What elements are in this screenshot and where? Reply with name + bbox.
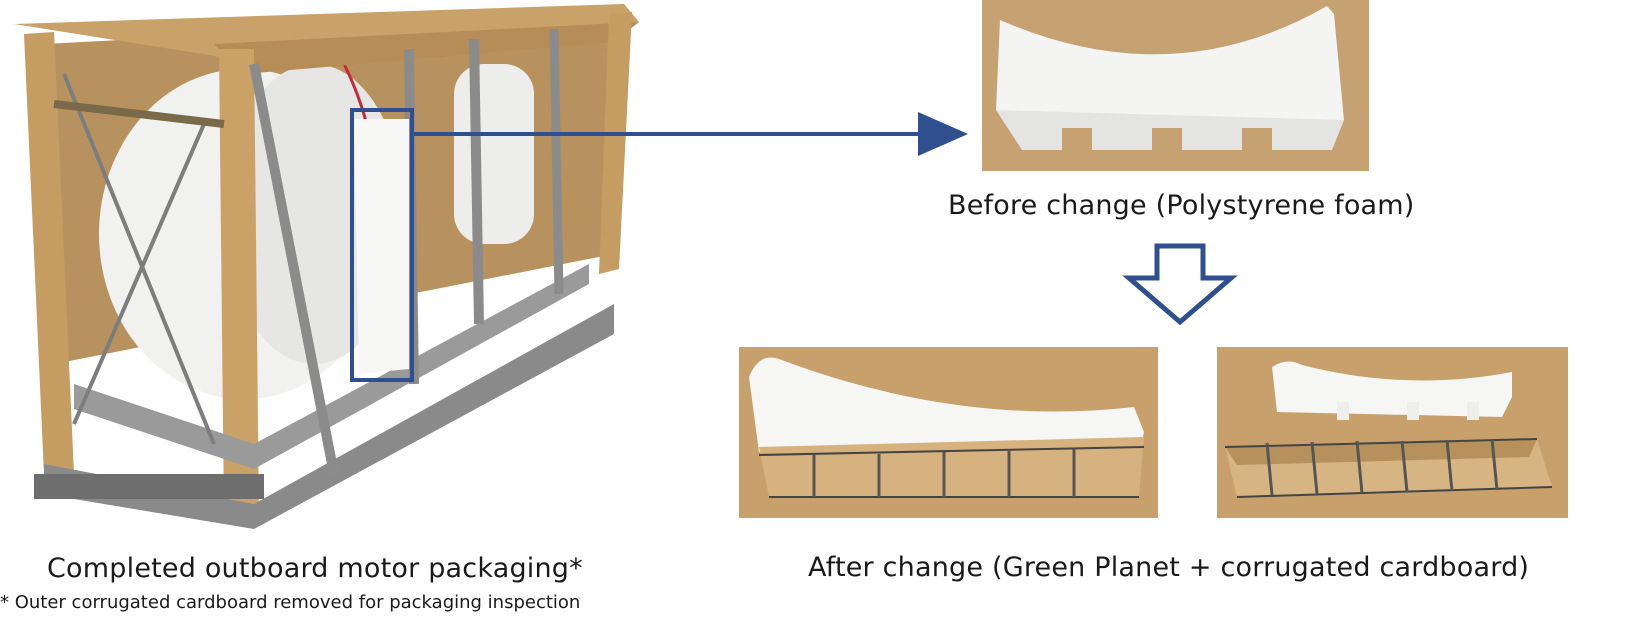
caption-crate: Completed outboard motor packaging* — [47, 553, 583, 584]
highlight-box — [350, 108, 414, 382]
after-assembled-photo — [739, 347, 1158, 518]
caption-after: After change (Green Planet + corrugated … — [808, 552, 1530, 583]
caption-before: Before change (Polystyrene foam) — [948, 190, 1415, 221]
arrow-down-outline-icon — [1122, 243, 1238, 326]
before-foam-photo — [982, 0, 1369, 171]
arrow-right-icon — [412, 112, 968, 156]
crate-photo — [14, 4, 644, 529]
after-parts-photo — [1217, 347, 1568, 518]
caption-crate-note: * Outer corrugated cardboard removed for… — [0, 592, 581, 613]
